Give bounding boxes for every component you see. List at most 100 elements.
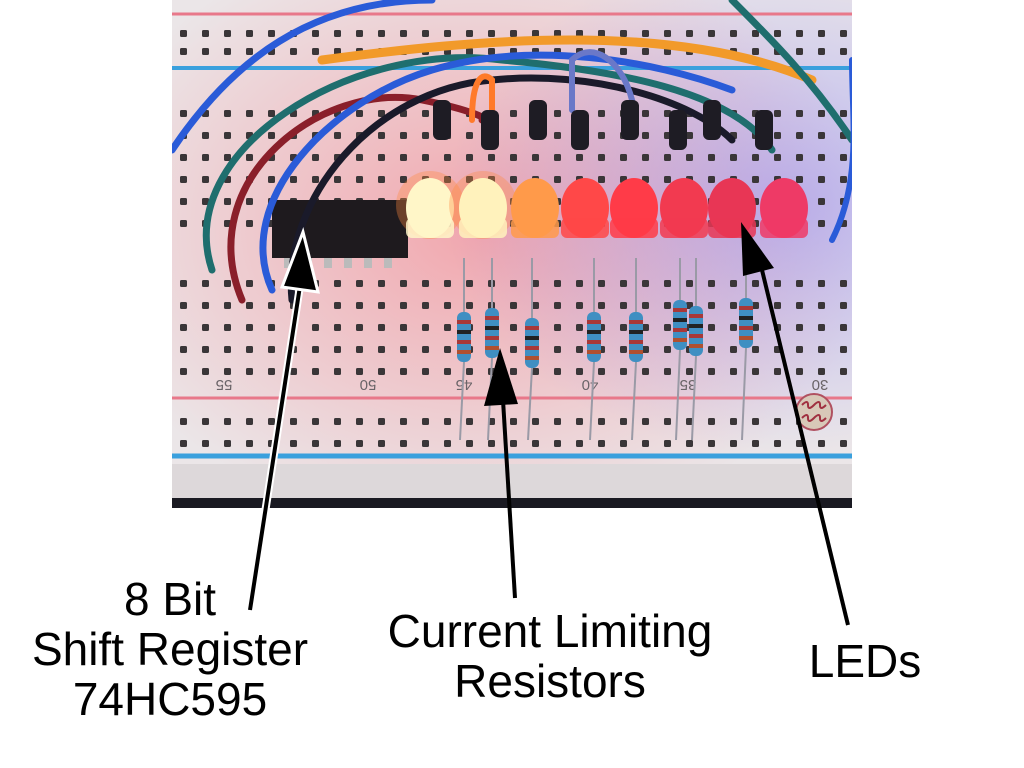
breadboard-hole bbox=[334, 132, 341, 139]
breadboard-hole bbox=[268, 368, 275, 375]
wire-connector bbox=[755, 110, 773, 150]
breadboard-hole bbox=[224, 110, 231, 117]
breadboard-hole bbox=[752, 280, 759, 287]
breadboard-hole bbox=[598, 132, 605, 139]
breadboard-hole bbox=[400, 280, 407, 287]
breadboard-hole bbox=[510, 176, 517, 183]
breadboard-hole bbox=[818, 48, 825, 55]
breadboard-hole bbox=[818, 302, 825, 309]
breadboard-hole bbox=[752, 30, 759, 37]
breadboard-hole bbox=[730, 280, 737, 287]
breadboard-hole bbox=[444, 30, 451, 37]
breadboard-hole bbox=[246, 30, 253, 37]
breadboard-hole bbox=[202, 198, 209, 205]
breadboard-hole bbox=[730, 440, 737, 447]
breadboard-hole bbox=[510, 324, 517, 331]
breadboard-hole bbox=[334, 324, 341, 331]
breadboard-hole bbox=[774, 302, 781, 309]
column-number: 55 bbox=[216, 376, 233, 393]
breadboard-hole bbox=[356, 302, 363, 309]
breadboard-hole bbox=[532, 302, 539, 309]
breadboard-hole bbox=[598, 418, 605, 425]
breadboard-hole bbox=[510, 280, 517, 287]
breadboard-hole bbox=[576, 368, 583, 375]
breadboard-hole bbox=[312, 418, 319, 425]
breadboard-hole bbox=[400, 302, 407, 309]
breadboard-hole bbox=[840, 176, 847, 183]
breadboard-hole bbox=[708, 324, 715, 331]
breadboard-hole bbox=[554, 110, 561, 117]
breadboard-hole bbox=[246, 418, 253, 425]
breadboard-hole bbox=[378, 176, 385, 183]
breadboard-hole bbox=[268, 418, 275, 425]
breadboard-hole bbox=[510, 110, 517, 117]
breadboard-hole bbox=[774, 368, 781, 375]
breadboard-hole bbox=[356, 30, 363, 37]
breadboard-hole bbox=[202, 324, 209, 331]
breadboard-hole bbox=[378, 324, 385, 331]
breadboard-hole bbox=[290, 176, 297, 183]
breadboard-hole bbox=[378, 440, 385, 447]
breadboard-hole bbox=[796, 132, 803, 139]
breadboard-hole bbox=[224, 154, 231, 161]
breadboard-hole bbox=[444, 280, 451, 287]
breadboard-hole bbox=[466, 154, 473, 161]
breadboard-hole bbox=[708, 280, 715, 287]
breadboard-hole bbox=[246, 48, 253, 55]
breadboard-hole bbox=[708, 30, 715, 37]
breadboard-hole bbox=[620, 346, 627, 353]
breadboard-hole bbox=[312, 368, 319, 375]
breadboard-hole bbox=[400, 132, 407, 139]
jumper-wire bbox=[728, 0, 852, 144]
breadboard-hole bbox=[356, 418, 363, 425]
breadboard-hole bbox=[466, 132, 473, 139]
breadboard-hole bbox=[818, 110, 825, 117]
breadboard-hole bbox=[532, 30, 539, 37]
breadboard-hole bbox=[224, 346, 231, 353]
breadboard-hole bbox=[422, 324, 429, 331]
breadboard-hole bbox=[730, 302, 737, 309]
arrow-up-icon bbox=[484, 348, 518, 599]
breadboard-hole bbox=[378, 280, 385, 287]
breadboard-hole bbox=[554, 324, 561, 331]
breadboard-hole bbox=[422, 418, 429, 425]
resistor bbox=[587, 312, 601, 362]
breadboard-hole bbox=[818, 198, 825, 205]
breadboard-hole bbox=[312, 48, 319, 55]
breadboard-hole bbox=[840, 280, 847, 287]
breadboard-hole bbox=[840, 110, 847, 117]
jumper-wire bbox=[469, 73, 495, 123]
breadboard-hole bbox=[818, 324, 825, 331]
breadboard-hole bbox=[180, 176, 187, 183]
breadboard-hole bbox=[224, 198, 231, 205]
jumper-wire bbox=[569, 49, 635, 113]
breadboard-hole bbox=[686, 418, 693, 425]
breadboard-hole bbox=[840, 418, 847, 425]
resistor bbox=[689, 306, 703, 356]
breadboard-hole bbox=[510, 154, 517, 161]
breadboard-hole bbox=[290, 48, 297, 55]
breadboard-hole bbox=[598, 154, 605, 161]
breadboard-hole bbox=[422, 440, 429, 447]
breadboard-hole bbox=[510, 368, 517, 375]
breadboard-hole bbox=[554, 154, 561, 161]
breadboard-hole bbox=[730, 418, 737, 425]
breadboard-hole bbox=[730, 346, 737, 353]
breadboard-hole bbox=[246, 346, 253, 353]
breadboard-hole bbox=[180, 30, 187, 37]
breadboard-hole bbox=[466, 30, 473, 37]
breadboard-hole bbox=[202, 132, 209, 139]
breadboard-hole bbox=[466, 48, 473, 55]
breadboard-hole bbox=[664, 440, 671, 447]
breadboard-hole bbox=[422, 30, 429, 37]
breadboard-hole bbox=[708, 418, 715, 425]
breadboard-hole bbox=[686, 132, 693, 139]
breadboard-hole bbox=[840, 154, 847, 161]
breadboard-hole bbox=[444, 176, 451, 183]
breadboard-hole bbox=[312, 302, 319, 309]
breadboard-hole bbox=[554, 280, 561, 287]
breadboard-hole bbox=[180, 198, 187, 205]
breadboard-hole bbox=[576, 346, 583, 353]
